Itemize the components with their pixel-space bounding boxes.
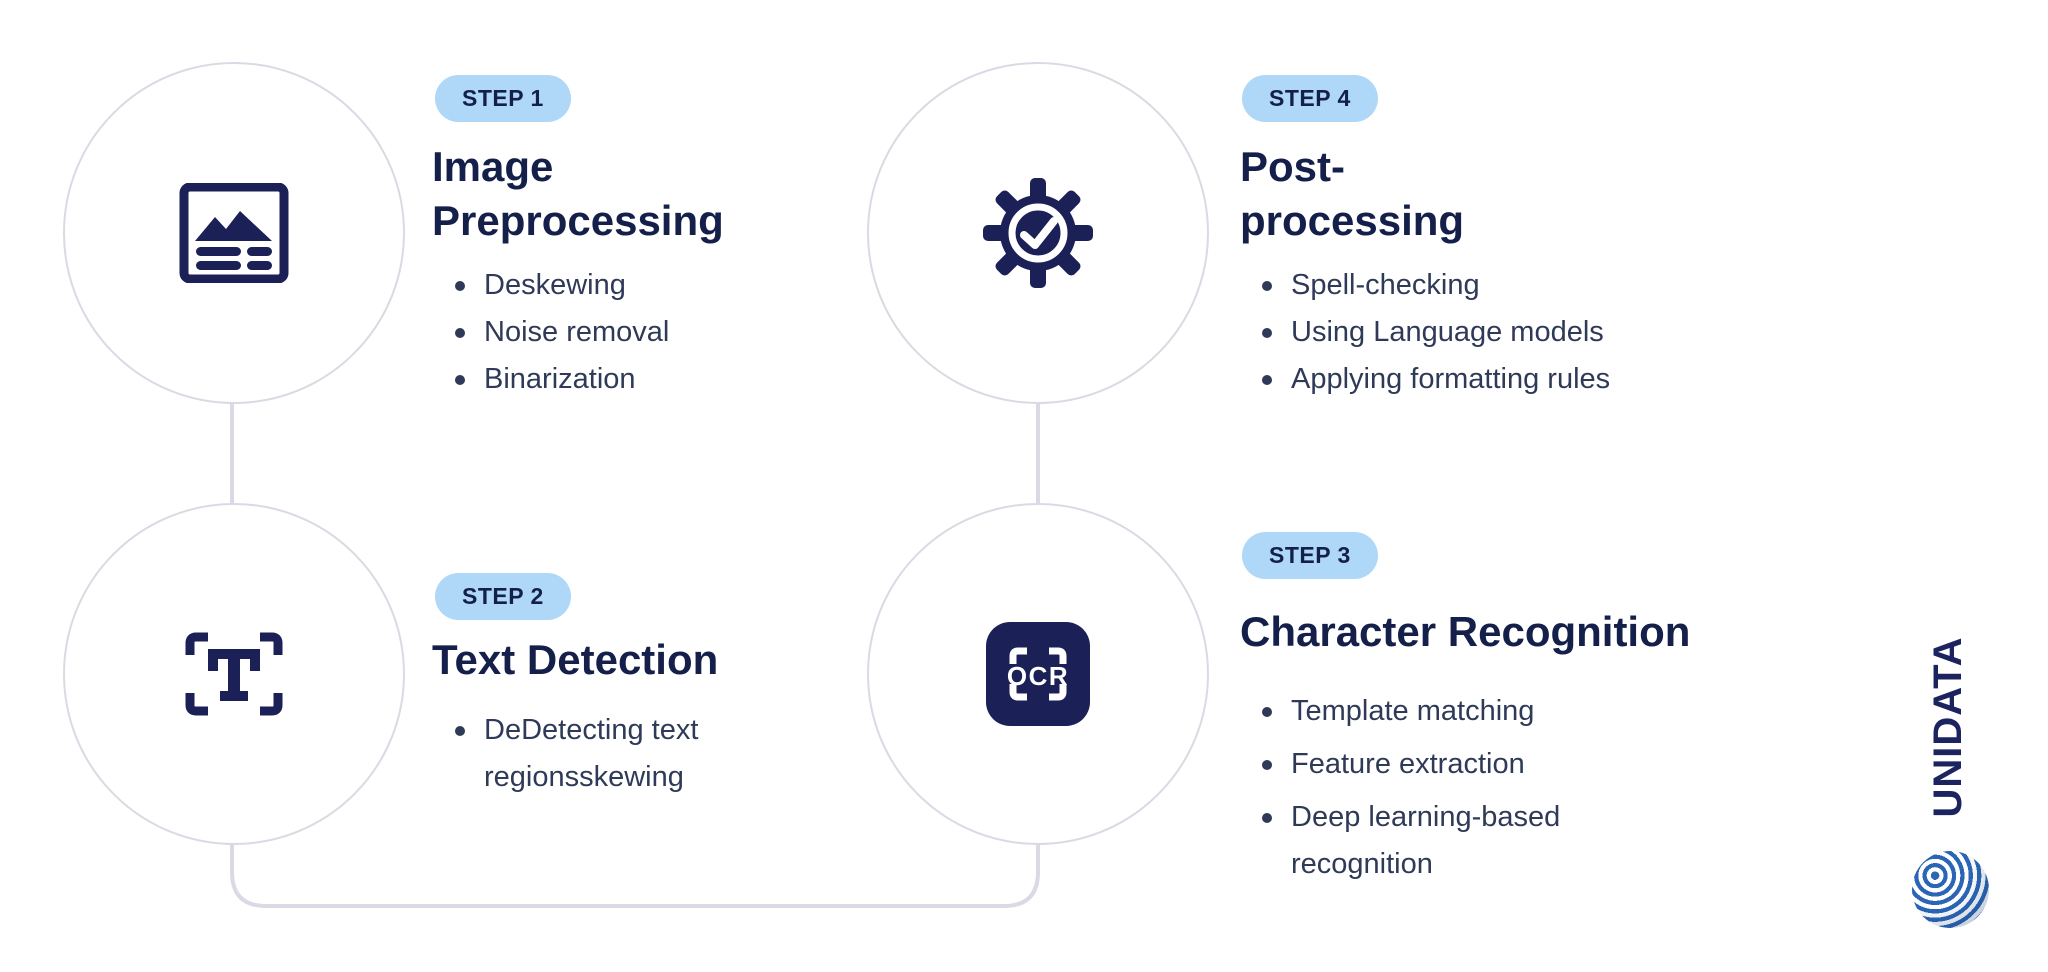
- step4-badge: STEP 4: [1242, 75, 1378, 122]
- step4-title: Post- processing: [1240, 140, 1464, 248]
- gear-check-icon: [983, 178, 1093, 288]
- ocr-scan-icon: OCR: [986, 622, 1090, 726]
- step3-title-line1: Character Recognition: [1240, 608, 1691, 655]
- step4-bullet: Using Language models: [1259, 309, 1719, 356]
- step4-circle: [867, 62, 1209, 404]
- image-icon: [179, 183, 289, 283]
- step1-bullet-list: Deskewing Noise removal Binarization: [452, 262, 852, 403]
- step2-bullet: DeDetecting text regionsskewing: [452, 707, 752, 801]
- step1-title-line2: Preprocessing: [432, 197, 724, 244]
- step2-circle: [63, 503, 405, 845]
- step3-bullet: Feature extraction: [1259, 741, 1599, 788]
- step1-badge: STEP 1: [435, 75, 571, 122]
- step4-title-line2: processing: [1240, 197, 1465, 244]
- unidata-globe-logo: [1912, 851, 1989, 928]
- step4-bullet: Spell-checking: [1259, 262, 1719, 309]
- step2-title-line1: Text Detection: [432, 636, 719, 683]
- step3-title: Character Recognition: [1240, 605, 1690, 659]
- connector-step2-step3: [230, 828, 1040, 908]
- step1-title: Image Preprocessing: [432, 140, 724, 248]
- step1-bullet: Deskewing: [452, 262, 852, 309]
- step1-bullet: Noise removal: [452, 309, 852, 356]
- step3-bullet: Template matching: [1259, 688, 1599, 735]
- step3-bullet-list: Template matching Feature extraction Dee…: [1259, 688, 1599, 894]
- unidata-wordmark: UNIDATA: [1926, 636, 1970, 818]
- step3-badge: STEP 3: [1242, 532, 1378, 579]
- step1-bullet: Binarization: [452, 356, 852, 403]
- ocr-icon-label: OCR: [1007, 661, 1069, 691]
- step2-bullet-list: DeDetecting text regionsskewing: [452, 707, 752, 801]
- step2-title: Text Detection: [432, 633, 718, 687]
- text-scan-icon: [185, 632, 283, 716]
- step4-title-line1: Post-: [1240, 143, 1345, 190]
- step4-bullet-list: Spell-checking Using Language models App…: [1259, 262, 1719, 403]
- step4-bullet: Applying formatting rules: [1259, 356, 1719, 403]
- step2-badge: STEP 2: [435, 573, 571, 620]
- step3-circle: OCR: [867, 503, 1209, 845]
- step1-circle: [63, 62, 405, 404]
- step3-bullet: Deep learning-based recognition: [1259, 794, 1599, 888]
- step1-title-line1: Image: [432, 143, 554, 190]
